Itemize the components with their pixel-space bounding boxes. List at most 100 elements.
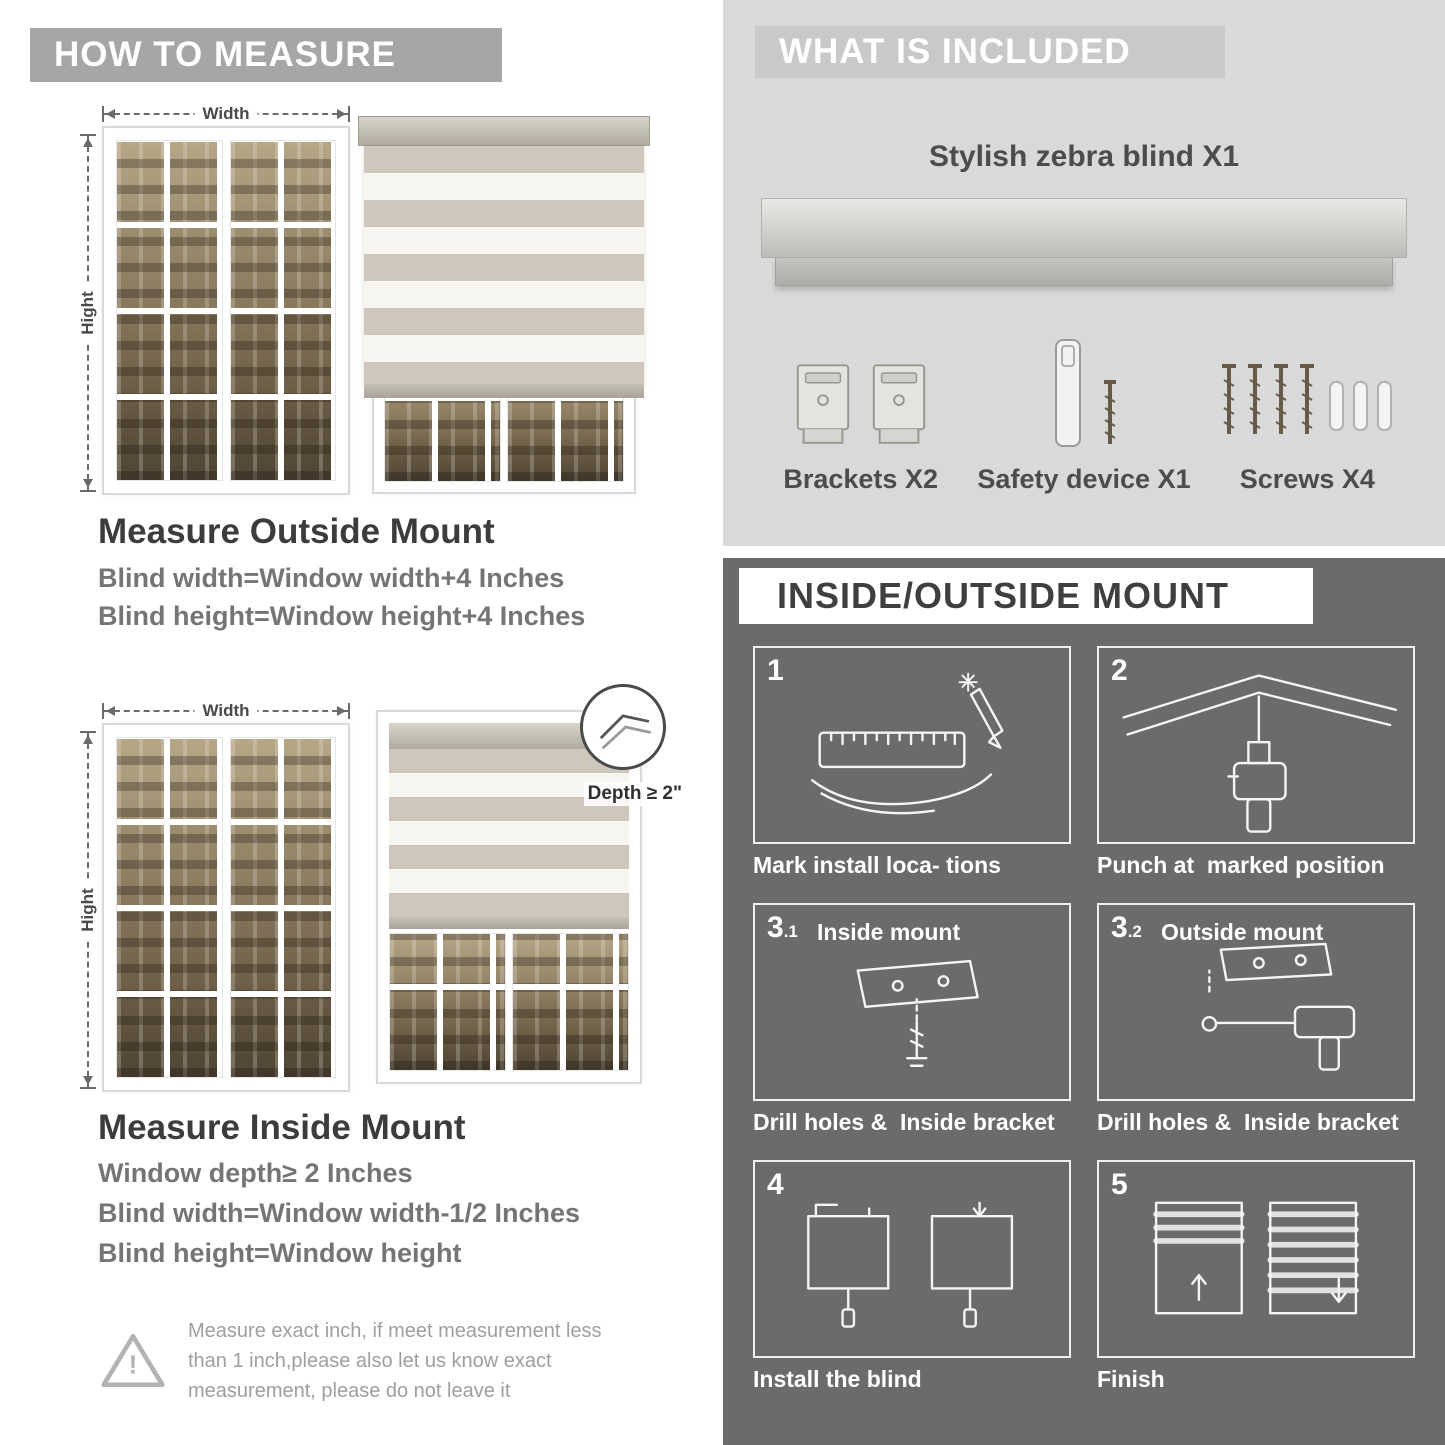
included-parts-row: Brackets X2 Safety device X1 <box>749 330 1419 495</box>
arrow-endbar <box>80 731 96 733</box>
outside-bracket-illustration <box>1201 942 1356 1071</box>
zebra-blind-stripes <box>364 146 644 384</box>
window-frame <box>376 710 642 1084</box>
blind-bottom-rail <box>389 917 629 929</box>
window-casement <box>229 737 336 1078</box>
mount-step-5: 5 Finish <box>1097 1160 1415 1393</box>
blind-cassette <box>358 116 650 146</box>
height-measure-arrow: Hight <box>78 731 98 1089</box>
step-1-caption: Mark install loca- tions <box>753 852 1001 878</box>
product-name-label: Stylish zebra blind X1 <box>928 140 1240 173</box>
step-1-box: 1 <box>753 646 1071 844</box>
step-5-caption: Finish <box>1097 1366 1165 1392</box>
safety-device-icon <box>1054 339 1081 447</box>
brackets-label: Brackets X2 <box>783 464 938 494</box>
mount-step-4: 4 Install the blind <box>753 1160 1071 1393</box>
bracket-icon <box>872 364 925 444</box>
zebra-blind-outside-illustration <box>358 116 650 494</box>
blind-headrail-illustration <box>761 198 1407 258</box>
step-number: 1 <box>767 654 784 687</box>
depth-zoom-callout <box>580 684 666 770</box>
brackets-art <box>792 330 930 458</box>
mount-step-3-2: 3.2 Outside mount Drill holes & Ins <box>1097 903 1415 1136</box>
height-label: Hight <box>78 283 98 343</box>
part-brackets: Brackets X2 <box>749 330 972 495</box>
step-4-caption: Install the blind <box>753 1366 922 1392</box>
window-frame <box>102 126 350 495</box>
inside-bracket-illustration <box>856 959 979 1067</box>
outside-mount-formula-width: Blind width=Window width+4 Inches <box>98 563 565 593</box>
step-2-box: 2 <box>1097 646 1415 844</box>
finish-illustration <box>1153 1201 1359 1315</box>
mark-location-illustration <box>810 672 1004 815</box>
window-corner-zoom-icon <box>599 714 652 750</box>
part-safety-device: Safety device X1 <box>972 330 1195 495</box>
step-title: Inside mount <box>817 919 961 945</box>
height-label: Hight <box>78 880 98 940</box>
step-3-2-caption: Drill holes & Inside bracket <box>1097 1109 1399 1135</box>
exclamation-mark: ! <box>128 1349 138 1380</box>
width-measure-arrow: Width <box>102 701 350 721</box>
inside-outside-mount-banner: INSIDE/OUTSIDE MOUNT <box>739 568 1313 624</box>
step-3-1-box: 3.1 Inside mount <box>753 903 1071 1101</box>
window-illustration-inside: Width Hight <box>78 697 350 1095</box>
arrow-head-down-icon <box>83 1076 93 1085</box>
step-3-2-box: 3.2 Outside mount <box>1097 903 1415 1101</box>
safety-device-label: Safety device X1 <box>977 464 1191 494</box>
height-measure-arrow: Hight <box>78 134 98 492</box>
arrow-head-down-icon <box>83 479 93 488</box>
inside-mount-depth-rule: Window depth≥ 2 Inches <box>98 1158 413 1188</box>
arrow-endbar <box>348 703 350 719</box>
arrow-head-right-icon <box>337 109 346 119</box>
step-2-caption: Punch at marked position <box>1097 852 1385 878</box>
mount-step-2: 2 Punch at marked position <box>1097 646 1415 879</box>
step-5-box: 5 <box>1097 1160 1415 1358</box>
inside-outside-mount-section: INSIDE/OUTSIDE MOUNT 1 <box>723 558 1445 1445</box>
mount-steps-grid: 1 Mark install loca- tions <box>753 646 1415 1393</box>
what-is-included-banner: WHAT IS INCLUDED <box>755 26 1225 78</box>
safety-device-art <box>1049 330 1119 458</box>
arrow-endbar <box>102 703 104 719</box>
step-3-1-caption: Drill holes & Inside bracket <box>753 1109 1055 1135</box>
arrow-endbar <box>102 106 104 122</box>
outside-mount-formula-height: Blind height=Window height+4 Inches <box>98 601 586 631</box>
step-number: 4 <box>767 1168 784 1201</box>
step-number: 3.1 <box>767 911 798 944</box>
window-casement <box>229 140 336 481</box>
zebra-blind-inside-illustration: Depth ≥ 2" <box>376 684 686 1084</box>
arrow-endbar <box>80 134 96 136</box>
depth-requirement-label: Depth ≥ 2" <box>583 782 686 806</box>
warning-triangle-icon: ! <box>100 1331 166 1391</box>
how-to-measure-banner: HOW TO MEASURE <box>30 28 502 82</box>
what-is-included-section: WHAT IS INCLUDED Stylish zebra blind X1 <box>723 0 1445 546</box>
arrow-endbar <box>348 106 350 122</box>
inside-mount-formula-width: Blind width=Window width-1/2 Inches <box>98 1198 581 1228</box>
bracket-icon <box>796 364 849 444</box>
window-frame <box>102 723 350 1092</box>
arrow-head-up-icon <box>83 735 93 744</box>
arrow-head-up-icon <box>83 138 93 147</box>
window-casement <box>512 933 629 1071</box>
width-label: Width <box>194 701 258 721</box>
step-4-box: 4 <box>753 1160 1071 1358</box>
step-title: Outside mount <box>1161 919 1324 945</box>
drill-illustration <box>1122 674 1398 833</box>
blind-headrail-valance <box>775 258 1393 286</box>
window-illustration-outside: Width Hight <box>78 100 350 498</box>
screws-and-anchors-icon <box>1222 364 1393 434</box>
arrow-head-left-icon <box>106 109 115 119</box>
width-label: Width <box>194 104 258 124</box>
inside-mount-formula-height: Blind height=Window height <box>98 1238 462 1268</box>
zebra-blind-stripes <box>389 749 629 917</box>
window-casement <box>116 140 223 481</box>
arrow-head-left-icon <box>106 706 115 716</box>
screw-icon <box>1103 380 1116 444</box>
mount-step-3-1: 3.1 Inside mount Drill holes & Inside br… <box>753 903 1071 1136</box>
step-number: 3.2 <box>1111 911 1142 944</box>
window-casement <box>389 933 506 1071</box>
step-number: 2 <box>1111 654 1128 687</box>
step-number: 5 <box>1111 1168 1128 1201</box>
inside-mount-heading: Measure Inside Mount <box>98 1108 466 1147</box>
mount-step-1: 1 Mark install loca- tions <box>753 646 1071 879</box>
